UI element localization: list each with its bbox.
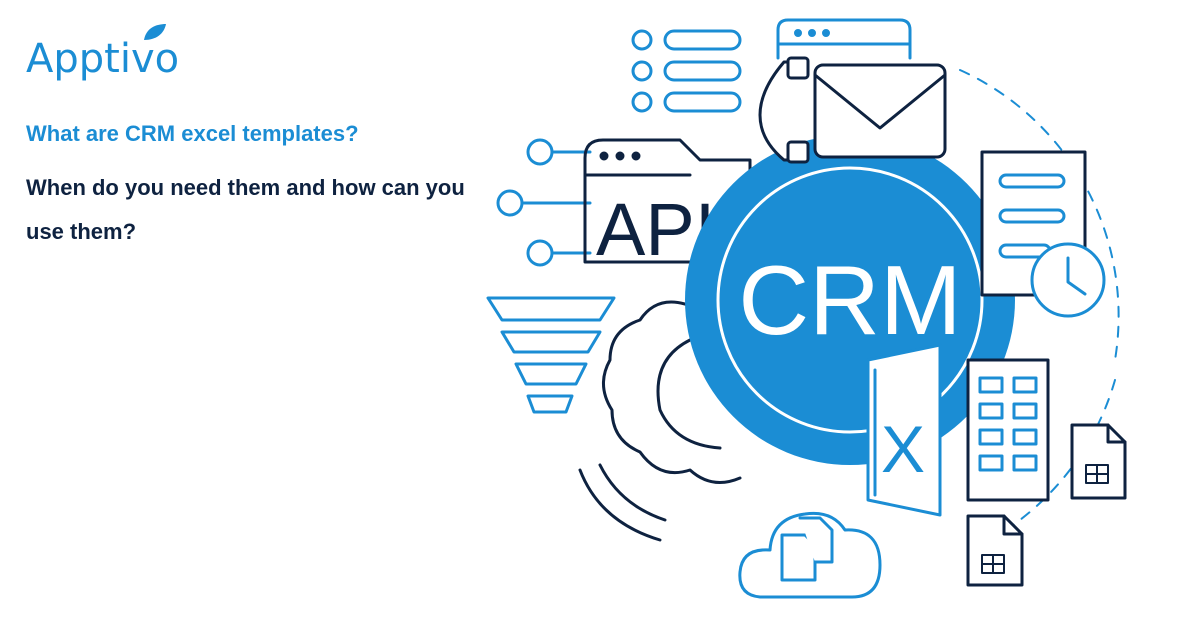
api-window-icon [583,138,752,264]
crm-illustration: API CRM [486,18,1127,599]
spreadsheet-file-icon-2 [966,514,1024,587]
crm-label: CRM [738,245,961,355]
list-icon [631,29,742,113]
connector-nodes [496,138,592,267]
table-icon [966,358,1050,502]
phone-icon [758,56,810,164]
excel-letter: X [881,412,925,486]
email-icon [813,63,947,159]
gear-icon [578,300,742,542]
spreadsheet-file-icon [1070,423,1127,500]
page-title: What are CRM excel templates? [26,121,359,146]
leaf-icon [144,24,166,40]
browser-window-icon [776,18,912,60]
funnel-icon [486,296,616,414]
page-subtitle: When do you need them and how can you us… [26,175,465,244]
apptivo-logo[interactable]: Apptivo [26,36,179,82]
logo-text: Apptivo [26,36,180,82]
cloud-icon [738,511,882,599]
clock-icon [1030,242,1106,318]
excel-icon [866,343,942,517]
